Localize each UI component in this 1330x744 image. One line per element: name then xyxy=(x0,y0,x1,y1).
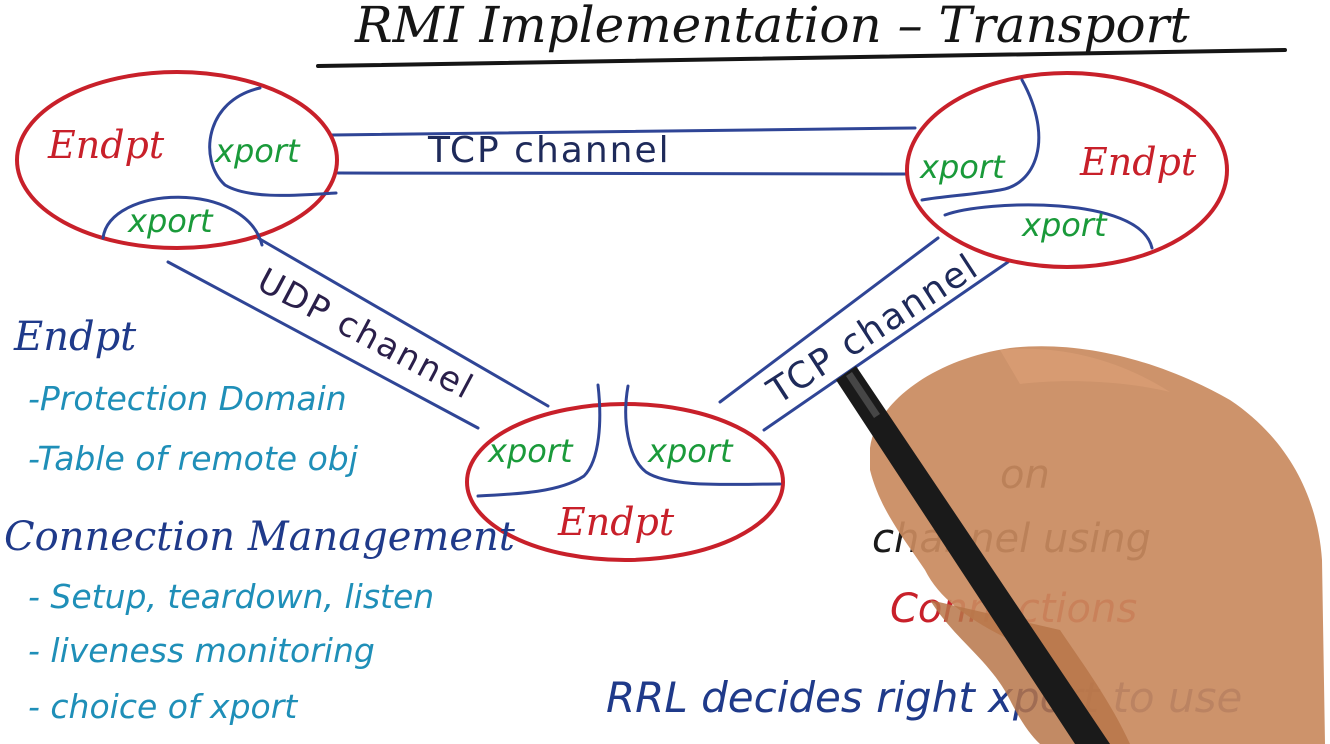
endpoint-label: Endpt xyxy=(47,123,165,167)
marker-tip-highlight xyxy=(846,372,880,418)
xport-boundary xyxy=(101,195,264,247)
xport-boundary xyxy=(208,86,338,197)
notes-endpt-item: -Protection Domain xyxy=(28,379,347,418)
endpoint-top-right: xport Endpt xport xyxy=(905,71,1229,269)
hand-with-marker-illustration xyxy=(836,346,1325,744)
hand-shape xyxy=(870,346,1325,744)
xport-label: xport xyxy=(919,148,1006,186)
notes-endpt: Endpt -Protection Domain -Table of remot… xyxy=(13,314,359,478)
xport-label: xport xyxy=(487,432,574,470)
channel-line xyxy=(256,236,550,408)
notes-connection-item: - choice of xport xyxy=(28,687,298,726)
notes-connection-item: - liveness monitoring xyxy=(28,631,375,670)
channel-line xyxy=(330,126,917,137)
notes-connection-management: Connection Management - Setup, teardown,… xyxy=(4,514,516,726)
tcp-channel-top-label: TCP channel xyxy=(427,130,671,171)
channel-line xyxy=(718,236,940,404)
xport-label: xport xyxy=(647,432,734,470)
channel-line xyxy=(336,171,907,176)
xport-boundary xyxy=(624,384,782,486)
channel-line xyxy=(166,260,480,430)
notes-endpt-item: -Table of remote obj xyxy=(28,439,359,478)
xport-label: xport xyxy=(1021,206,1108,244)
endpoint-bottom: xport xport Endpt xyxy=(465,383,785,562)
xport-label: xport xyxy=(214,132,301,170)
title-underline xyxy=(316,48,1287,68)
endpoint-label: Endpt xyxy=(1079,140,1197,184)
notes-connection-item: - Setup, teardown, listen xyxy=(28,577,434,616)
xport-boundary xyxy=(920,78,1041,202)
channel-line xyxy=(762,260,1010,432)
endpoint-circle xyxy=(905,71,1229,269)
knuckle-highlight xyxy=(1000,348,1170,392)
xport-boundary xyxy=(476,383,602,498)
endpoint-circle xyxy=(15,70,339,250)
marker-icon xyxy=(836,366,1110,744)
xport-label: xport xyxy=(127,202,214,240)
tcp-channel-top: TCP channel xyxy=(330,126,917,176)
notes-endpt-heading: Endpt xyxy=(13,314,137,360)
notes-connection-heading: Connection Management xyxy=(4,514,516,560)
endpoint-label: Endpt xyxy=(557,500,675,544)
page-title: RMI Implementation – Transport xyxy=(354,0,1190,54)
xport-boundary xyxy=(943,203,1154,250)
endpoint-top-left: Endpt xport xport xyxy=(15,70,339,250)
